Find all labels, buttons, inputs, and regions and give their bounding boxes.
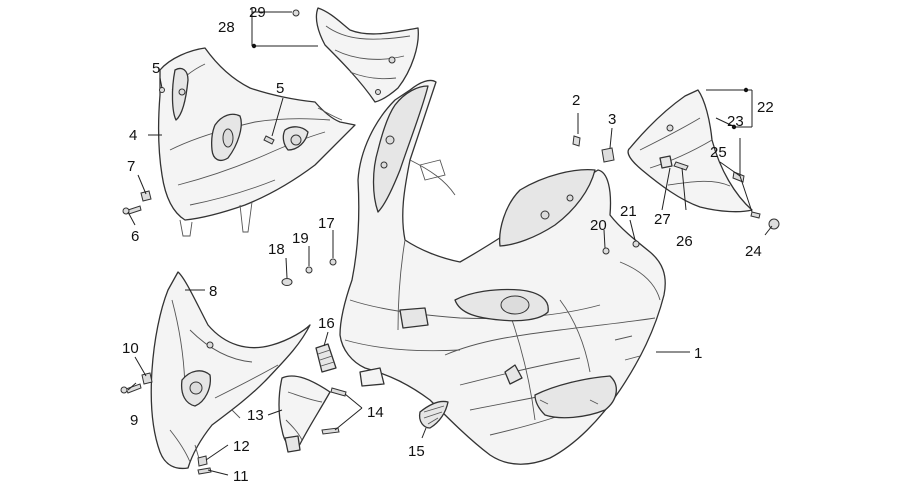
callout-15: 15 bbox=[408, 443, 425, 460]
callout-26: 26 bbox=[676, 233, 693, 250]
callout-labels: 1 2 3 4 5 5 6 7 8 9 10 11 12 13 14 15 16… bbox=[122, 4, 774, 483]
callout-13: 13 bbox=[247, 407, 264, 424]
callout-12: 12 bbox=[233, 438, 250, 455]
callout-17: 17 bbox=[318, 215, 335, 232]
callout-29: 29 bbox=[249, 4, 266, 21]
part-8-lower-panel bbox=[150, 271, 311, 470]
callout-5-left: 5 bbox=[152, 60, 160, 77]
callout-8: 8 bbox=[209, 283, 217, 300]
part-1-front-shield bbox=[339, 79, 666, 465]
callout-28: 28 bbox=[218, 19, 235, 36]
callout-4: 4 bbox=[129, 127, 137, 144]
callout-14: 14 bbox=[367, 404, 384, 421]
callout-16: 16 bbox=[318, 315, 335, 332]
part-15-grille bbox=[418, 400, 449, 429]
callout-1: 1 bbox=[694, 345, 702, 362]
callout-6: 6 bbox=[131, 228, 139, 245]
leader-lines bbox=[127, 8, 773, 476]
callout-10: 10 bbox=[122, 340, 139, 357]
callout-5-right: 5 bbox=[276, 80, 284, 97]
callout-9: 9 bbox=[130, 412, 138, 429]
part-16-grille bbox=[315, 343, 337, 373]
callout-21: 21 bbox=[620, 203, 637, 220]
part-22-side-panel bbox=[627, 89, 780, 230]
callout-19: 19 bbox=[292, 230, 309, 247]
callout-3: 3 bbox=[608, 111, 616, 128]
part-28-upper-panel bbox=[315, 7, 419, 103]
part-13-bracket bbox=[278, 375, 347, 453]
callout-11: 11 bbox=[233, 468, 249, 483]
callout-23: 23 bbox=[727, 113, 744, 130]
callout-7: 7 bbox=[127, 158, 135, 175]
small-parts bbox=[281, 9, 640, 286]
callout-24: 24 bbox=[745, 243, 762, 260]
part-4-upper-cover bbox=[158, 47, 356, 237]
callout-20: 20 bbox=[590, 217, 607, 234]
fasteners-9-10-11-12 bbox=[120, 372, 212, 475]
callout-22: 22 bbox=[757, 99, 774, 116]
leader-dots bbox=[251, 43, 749, 130]
callout-25: 25 bbox=[710, 144, 727, 161]
callout-2: 2 bbox=[572, 92, 580, 109]
callout-18: 18 bbox=[268, 241, 285, 258]
callout-27: 27 bbox=[654, 211, 671, 228]
fasteners-5-6-7 bbox=[122, 87, 275, 215]
